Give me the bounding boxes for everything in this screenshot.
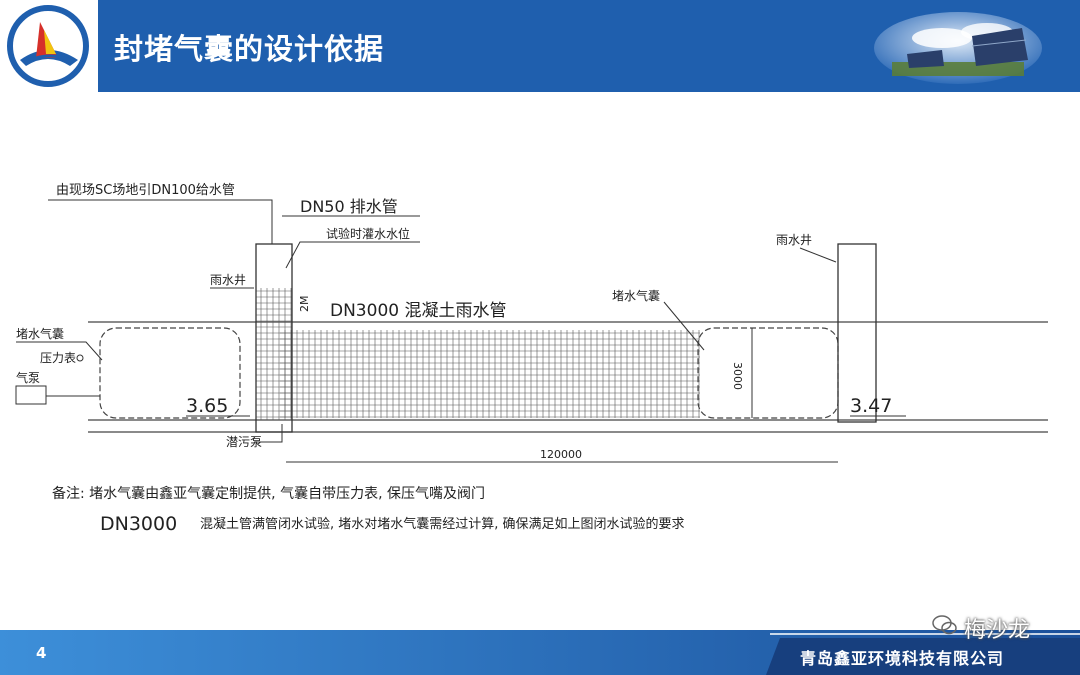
drain-pipe-label: DN50 排水管 (300, 197, 398, 216)
watermark: 梅沙龙 (964, 618, 1031, 643)
page-number: 4 (36, 644, 47, 662)
footer-bar (0, 630, 1080, 675)
right-well-leader (799, 247, 837, 263)
elev-left-label: 3.65 (186, 395, 228, 417)
left-well (255, 243, 293, 433)
header-bar: 封堵气囊的设计依据 (0, 0, 1080, 92)
elev-right-label: 3.47 (850, 395, 892, 417)
right-airbag (697, 327, 839, 419)
right-airbag-leader (663, 301, 705, 351)
air-pump-label: 气泵 (16, 370, 40, 385)
right-well (837, 243, 877, 423)
left-airbag-label: 堵水气囊 (16, 326, 64, 341)
note-line-2-prefix: DN3000 (100, 513, 177, 535)
water-fill (280, 330, 700, 418)
main-pipe-label: DN3000 混凝土雨水管 (330, 301, 506, 321)
dim-2m-label: 2M (298, 296, 311, 313)
note-line-2: 混凝土管满管闭水试验, 堵水对堵水气囊需经过计算, 确保满足如上图闭水试验的要求 (200, 516, 685, 532)
sewage-pump-label: 潜污泵 (226, 435, 262, 449)
sewage-pump-leader (254, 424, 283, 443)
main-pipe (88, 321, 1048, 433)
dim-120000-label: 120000 (540, 448, 582, 461)
page-title: 封堵气囊的设计依据 (114, 32, 385, 66)
pressure-gauge-label: 压力表 (40, 351, 76, 365)
left-airbag (99, 327, 241, 419)
airbag-test-diagram: 由现场SC场地引DN100给水管 DN50 排水管 试验时灌水水位 雨水井 2M… (15, 183, 1048, 535)
note-line-1: 备注: 堵水气囊由鑫亚气囊定制提供, 气囊自带压力表, 保压气嘴及阀门 (52, 485, 485, 502)
test-level-line (285, 241, 420, 269)
right-airbag-label: 堵水气囊 (612, 288, 660, 303)
supply-pipe-line (48, 199, 273, 244)
air-pump-box (15, 385, 47, 405)
company-name: 青岛鑫亚环境科技有限公司 (800, 649, 1005, 668)
dim-3000-label: 3000 (731, 362, 744, 390)
logo-emblem-icon (7, 5, 89, 87)
test-level-label: 试验时灌水水位 (326, 226, 410, 241)
right-well-label: 雨水井 (776, 233, 812, 247)
pressure-gauge-icon (76, 354, 84, 362)
wechat-icon (932, 615, 957, 635)
left-airbag-leader (16, 341, 103, 361)
well-water-fill (256, 288, 292, 420)
left-well-label: 雨水井 (210, 273, 246, 287)
supply-pipe-label: 由现场SC场地引DN100给水管 (56, 183, 235, 198)
solar-panel-photo (874, 12, 1042, 84)
logo (0, 0, 98, 92)
